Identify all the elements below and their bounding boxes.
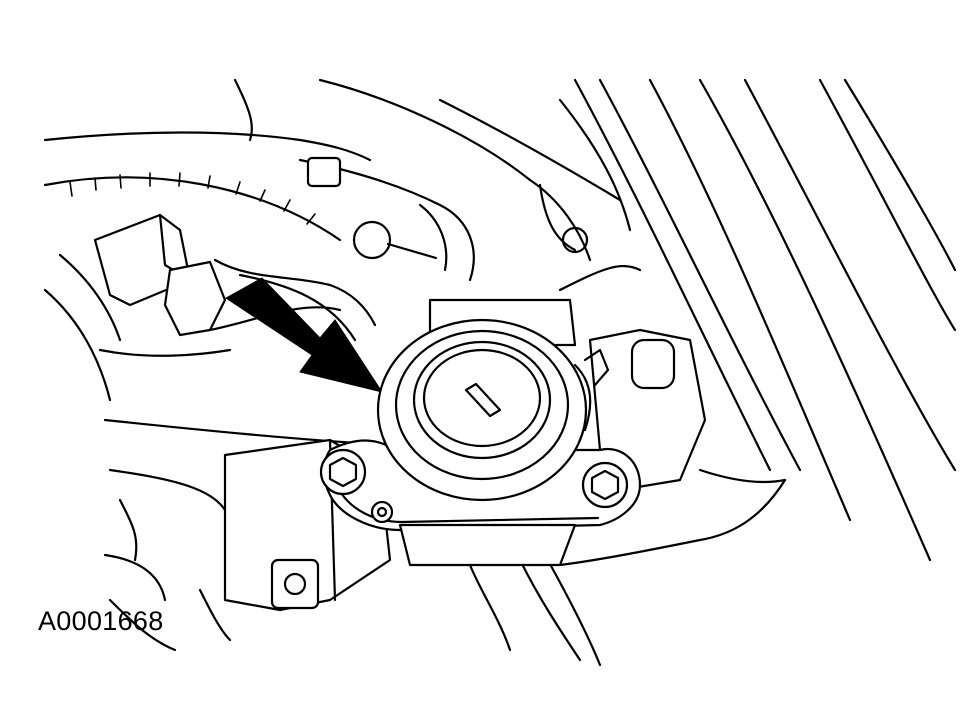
wiring-connector <box>43 213 377 402</box>
locating-pin-icon <box>370 500 394 524</box>
bolt-right-icon <box>581 461 629 509</box>
mounting-bolts <box>319 448 629 524</box>
ignition-lock-housing <box>322 298 642 567</box>
small-gauge <box>298 156 475 282</box>
lower-trim <box>468 478 787 652</box>
figure-id-label: A0001668 <box>38 606 164 636</box>
callout-arrow <box>225 277 384 393</box>
speedometer-gauge <box>43 172 342 242</box>
a-pillar-trim <box>573 78 957 562</box>
instrument-panel-top <box>43 78 632 262</box>
bolt-left-icon <box>319 448 367 496</box>
